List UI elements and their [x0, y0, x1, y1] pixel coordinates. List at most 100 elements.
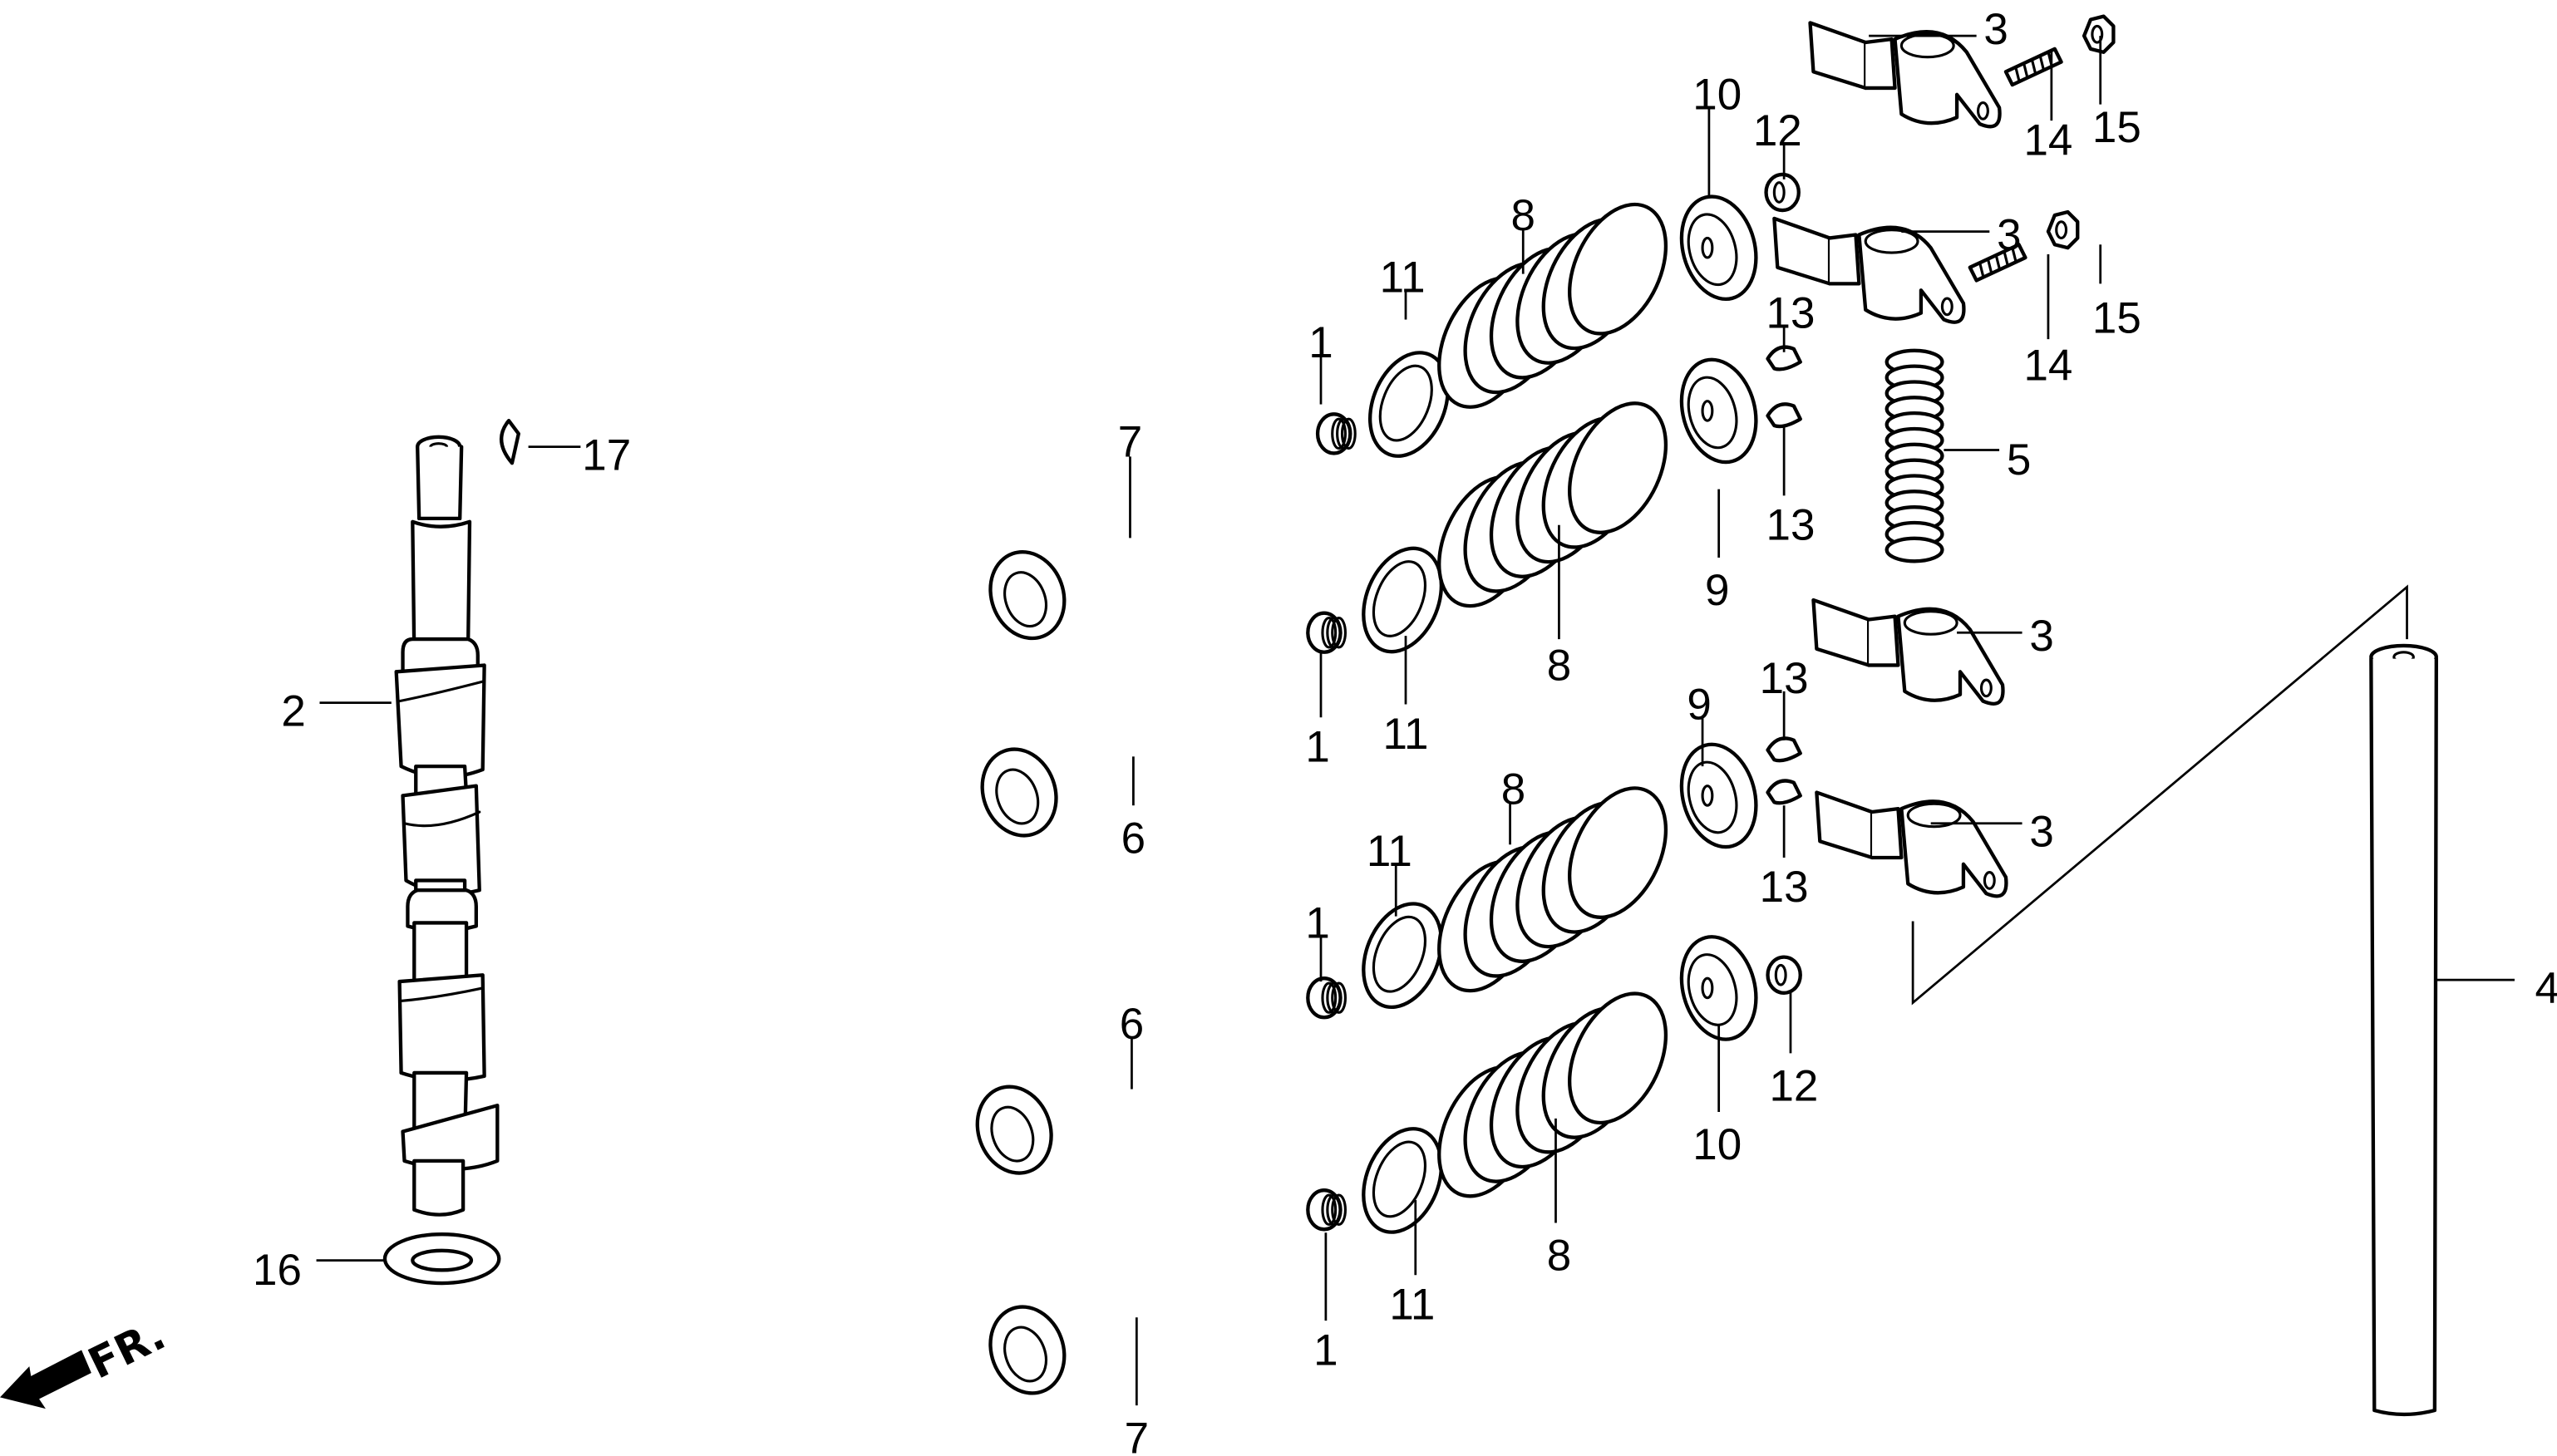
callout[interactable]: 13: [1760, 805, 1809, 912]
callout[interactable]: 1: [1308, 318, 1333, 405]
callout-number: 3: [1997, 210, 2021, 259]
callout-number: 6: [1120, 1000, 1144, 1049]
callout[interactable]: 9: [1687, 680, 1712, 767]
valve-spring-retainer-rotator[interactable]: [1671, 188, 1767, 307]
callout-number: 8: [1501, 765, 1525, 814]
valve-spring-retainer-rotator[interactable]: [1671, 928, 1767, 1048]
callout[interactable]: 5: [1944, 435, 2031, 485]
callout-number: 1: [1305, 898, 1329, 947]
valve-cotter[interactable]: [1766, 402, 1802, 429]
collar[interactable]: [1764, 172, 1801, 213]
valve-spring-seat[interactable]: [1349, 1117, 1456, 1243]
callout[interactable]: 4: [2436, 964, 2557, 1013]
thrust-washer[interactable]: [382, 1232, 501, 1286]
callout[interactable]: 11: [1380, 253, 1426, 320]
callout[interactable]: 8: [1547, 1118, 1571, 1281]
valve-spring[interactable]: [1420, 388, 1685, 622]
valve-stem-seal[interactable]: [1306, 976, 1347, 1020]
callout[interactable]: 3: [1869, 5, 2008, 54]
valve-stem-seal[interactable]: [1306, 1188, 1347, 1232]
callout[interactable]: 13: [1766, 289, 1816, 352]
callout[interactable]: 2: [281, 686, 392, 735]
intake-valve[interactable]: [966, 1022, 1279, 1183]
valve-spring[interactable]: [1420, 189, 1685, 422]
callout[interactable]: 11: [1389, 1199, 1435, 1329]
callout[interactable]: 8: [1501, 765, 1525, 845]
callout[interactable]: 14: [2023, 48, 2072, 165]
callout[interactable]: 7: [1125, 1317, 1149, 1456]
callout[interactable]: 15: [2092, 36, 2141, 152]
callout[interactable]: 1: [1305, 898, 1330, 982]
callout[interactable]: 13: [1766, 427, 1816, 550]
spring[interactable]: [1884, 348, 1944, 563]
callout[interactable]: 8: [1511, 191, 1535, 274]
callout-number: 12: [1769, 1062, 1818, 1111]
callout-number: 9: [1687, 680, 1711, 729]
valve-spring-seat[interactable]: [1349, 892, 1456, 1018]
callout[interactable]: 11: [1383, 636, 1429, 759]
callout[interactable]: 17: [528, 430, 632, 480]
callout[interactable]: 15: [2092, 244, 2141, 342]
callout[interactable]: 9: [1705, 489, 1729, 616]
front-label: FR.: [81, 1311, 174, 1389]
valve-cotter[interactable]: [1766, 345, 1802, 371]
valve-stem-seal[interactable]: [1306, 611, 1347, 654]
valve-cotter[interactable]: [1766, 736, 1802, 763]
callout[interactable]: 3: [1957, 612, 2054, 661]
callout-number: 17: [582, 430, 631, 480]
callout-number: 1: [1305, 722, 1329, 771]
callout-number: 15: [2092, 293, 2141, 342]
valve-spring-retainer[interactable]: [1671, 736, 1767, 856]
callout[interactable]: 1: [1305, 652, 1330, 772]
callout-number: 8: [1511, 191, 1535, 240]
rocker-arm[interactable]: [1772, 216, 1966, 324]
callout[interactable]: 12: [1753, 106, 1802, 180]
callout[interactable]: 3: [1901, 210, 2022, 259]
valve-spring-seat[interactable]: [1349, 537, 1456, 663]
callout[interactable]: 10: [1692, 1024, 1742, 1169]
valve-spring[interactable]: [1420, 978, 1685, 1212]
callout[interactable]: 8: [1547, 524, 1571, 691]
callout[interactable]: 10: [1692, 71, 1742, 196]
woodruff-key[interactable]: [500, 419, 520, 465]
callout-number: 16: [253, 1246, 302, 1295]
valve-spring-seat[interactable]: [1356, 341, 1463, 467]
rocker-arm[interactable]: [1808, 21, 2002, 129]
nut[interactable]: [2082, 14, 2116, 54]
callout-number: 10: [1692, 71, 1742, 120]
exhaust-valve[interactable]: [978, 1222, 1293, 1404]
callout-number: 3: [2029, 612, 2053, 661]
pivot-bolt[interactable]: [1968, 243, 2027, 283]
exhaust-valve[interactable]: [978, 455, 1293, 648]
callout[interactable]: 12: [1769, 991, 1818, 1111]
camshaft[interactable]: [394, 435, 500, 1217]
callout[interactable]: 11: [1367, 827, 1412, 917]
push-rod[interactable]: [2369, 643, 2438, 1417]
rocker-arm[interactable]: [1815, 790, 2008, 898]
intake-valve[interactable]: [970, 653, 1283, 846]
callout[interactable]: 3: [1930, 807, 2054, 856]
callout-number: 7: [1118, 418, 1142, 467]
valve-cotter[interactable]: [1766, 779, 1802, 805]
callout[interactable]: 14: [2023, 254, 2072, 390]
pivot-bolt[interactable]: [2003, 47, 2063, 87]
rocker-arm[interactable]: [1811, 598, 2005, 706]
valve-spring-retainer[interactable]: [1671, 352, 1767, 471]
collar[interactable]: [1766, 955, 1802, 995]
callout[interactable]: 6: [1120, 1000, 1144, 1090]
callout[interactable]: 13: [1760, 654, 1809, 740]
callout[interactable]: 16: [253, 1246, 385, 1295]
valve-stem-seal[interactable]: [1315, 412, 1357, 455]
callout-number: 11: [1367, 827, 1412, 876]
valve-spring[interactable]: [1420, 773, 1685, 1006]
callout-number: 5: [2007, 435, 2031, 485]
nut[interactable]: [2046, 209, 2080, 250]
callout[interactable]: 1: [1313, 1232, 1338, 1375]
callout-number: 6: [1121, 814, 1145, 863]
callout[interactable]: 6: [1121, 756, 1145, 863]
callout[interactable]: 7: [1118, 418, 1142, 539]
callout-number: 12: [1753, 106, 1802, 155]
callout-number: 15: [2092, 103, 2141, 152]
callout-number: 11: [1389, 1280, 1435, 1329]
